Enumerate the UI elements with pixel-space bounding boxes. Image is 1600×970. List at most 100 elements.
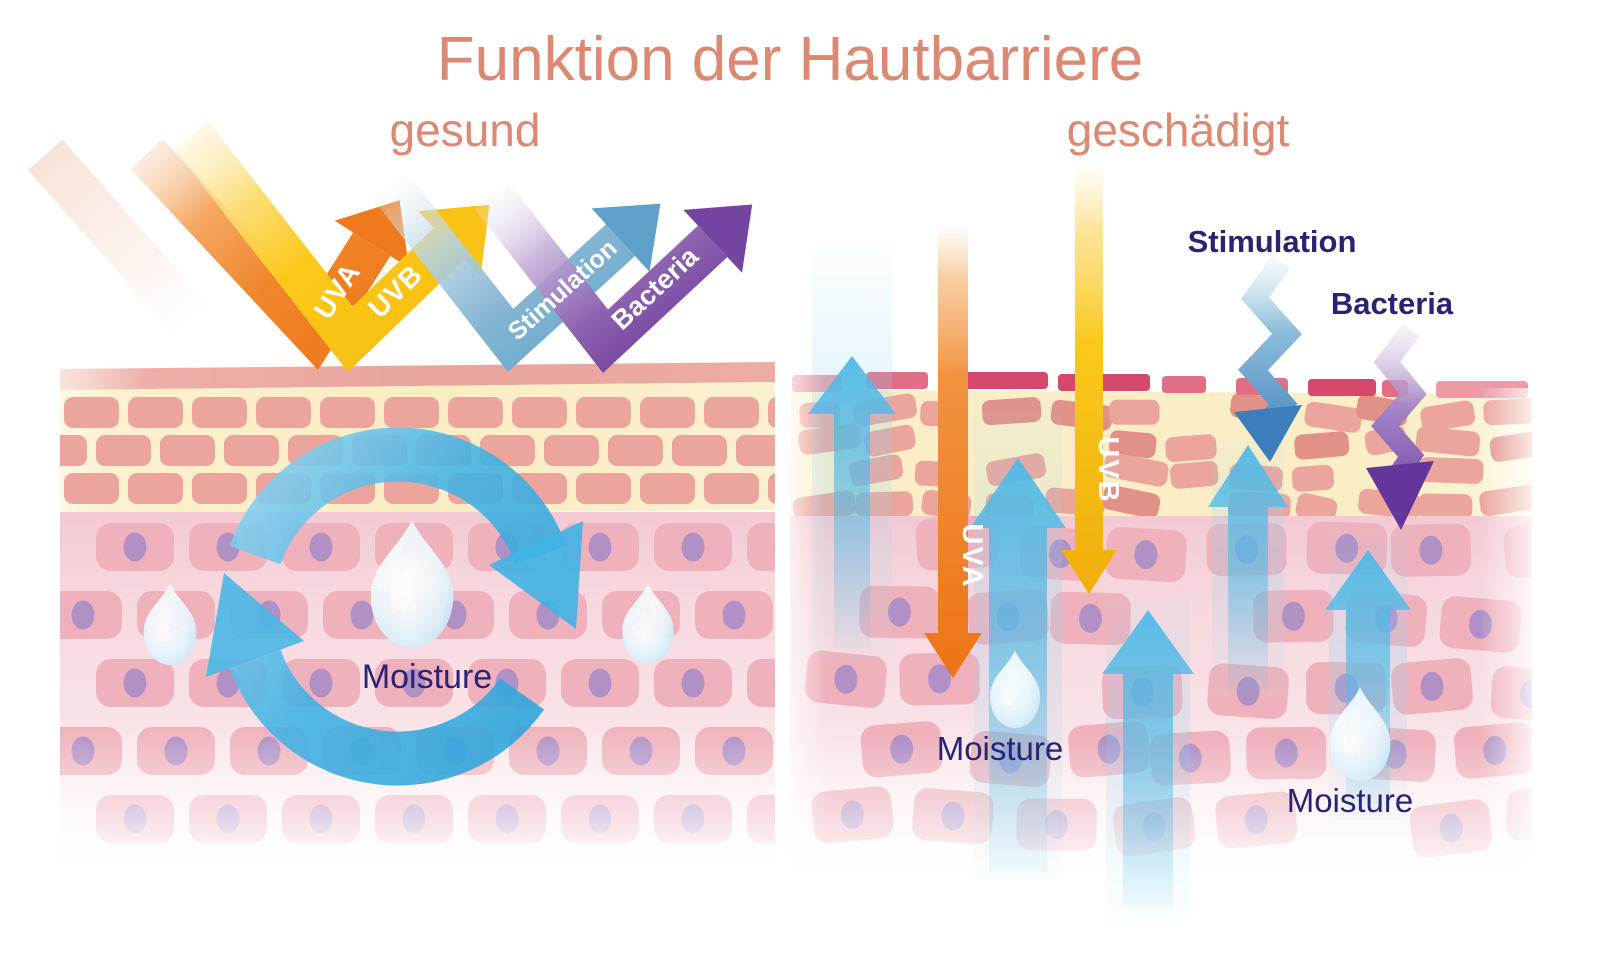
brick-cell — [640, 397, 695, 428]
right-edge-fade — [1480, 388, 1536, 893]
brick-cell — [128, 473, 183, 504]
brick-cell — [384, 397, 439, 428]
damaged-bacteria-label: Bacteria — [1331, 286, 1454, 321]
cell-nucleus — [1579, 741, 1600, 770]
moisture-escape-arrow-1 — [808, 356, 896, 648]
cell-nucleus — [1134, 540, 1158, 570]
brick-cell — [448, 397, 503, 428]
damaged-skin-layers — [788, 372, 1600, 906]
damaged-stimulation-label: Stimulation — [1188, 224, 1357, 259]
brick-cell — [192, 473, 247, 504]
brick-cell — [704, 473, 759, 504]
uva-penetrating-arrow — [924, 222, 982, 678]
skin-cell — [1548, 725, 1600, 786]
cell-nucleus — [1281, 601, 1305, 631]
brick-cell — [1294, 431, 1350, 460]
brick-cell — [96, 435, 151, 466]
brick-cell — [1109, 399, 1160, 425]
damaged-moisture-label-2: Moisture — [1287, 782, 1414, 819]
brick-cell — [1415, 426, 1481, 457]
brick-cell — [1102, 484, 1161, 519]
brick-cell — [640, 473, 695, 504]
brick-cell — [128, 397, 183, 428]
bacteria-zigzag-arrow — [1371, 323, 1427, 480]
cell-nucleus — [834, 664, 858, 694]
brick-cell — [192, 397, 247, 428]
cell-nucleus — [588, 532, 612, 562]
brick-cell — [512, 397, 567, 428]
brick-cell — [544, 435, 599, 466]
brick-cell — [1170, 461, 1219, 489]
cell-nucleus — [681, 532, 705, 562]
cell-nucleus — [681, 668, 705, 698]
damaged-surface-fragment — [1308, 379, 1376, 396]
brick-cell — [576, 397, 631, 428]
healthy-moisture-cycle — [206, 427, 583, 786]
diagram-title: Funktion der Hautbarriere — [437, 25, 1143, 94]
brick-cell — [64, 397, 119, 428]
damaged-uva-label: UVA — [956, 523, 988, 588]
brick-cell — [608, 435, 663, 466]
damaged-moisture-label-1: Moisture — [937, 730, 1064, 767]
cell-nucleus — [722, 600, 746, 630]
cell-nucleus — [123, 668, 147, 698]
cell-nucleus — [350, 600, 374, 630]
brick-cell — [1295, 493, 1338, 520]
brick-cell — [672, 435, 727, 466]
brick-cell — [320, 397, 375, 428]
brick-cell — [160, 435, 215, 466]
moisture-cycle-arrowhead-left — [206, 573, 304, 677]
damaged-surface-fragment — [1162, 376, 1206, 393]
healthy-panel-label: gesund — [390, 104, 541, 156]
brick-cell — [1109, 430, 1157, 459]
cell-nucleus — [71, 600, 95, 630]
brick-cell — [224, 435, 279, 466]
healthy-moisture-label: Moisture — [362, 658, 492, 696]
brick-cell — [60, 435, 87, 466]
brick-cell — [576, 473, 631, 504]
brick-cell — [1418, 493, 1473, 520]
moisture-cycle-arrowhead-right — [489, 521, 583, 629]
bacteria-ray-arrow — [474, 182, 728, 373]
bacteria-zigzag-arrowhead — [1366, 461, 1434, 530]
cell-nucleus — [1419, 535, 1443, 565]
brick-cell — [736, 435, 775, 466]
brick-cell — [64, 473, 119, 504]
skin-cell — [747, 659, 775, 707]
damaged-panel-label: geschädigt — [1067, 104, 1290, 156]
brick-cell — [256, 397, 311, 428]
skin-cell — [747, 523, 775, 571]
cell-nucleus — [1535, 802, 1558, 831]
cell-nucleus — [1533, 535, 1556, 564]
brick-cell — [1165, 434, 1217, 462]
damaged-surface-fragment — [1058, 374, 1150, 391]
uvb-penetrating-arrow — [1061, 158, 1117, 594]
bacteria-arrowhead — [683, 204, 753, 273]
cell-nucleus — [774, 678, 775, 688]
damaged-uvb-label: UVB — [1092, 436, 1124, 503]
cell-nucleus — [1079, 603, 1102, 633]
incoming-light-beam — [28, 139, 211, 339]
cell-nucleus — [887, 597, 911, 627]
moisture-escape-arrow-4 — [1102, 610, 1194, 908]
moisture-escape-arrow-3 — [1208, 445, 1288, 690]
skin-cell — [1535, 592, 1600, 654]
stimulation-zigzag-arrowhead — [1234, 405, 1302, 462]
moisture-cycle-arc-bottom — [229, 649, 545, 786]
cell-nucleus — [1566, 608, 1589, 637]
brick-cell — [1419, 457, 1484, 484]
cell-nucleus — [1420, 671, 1444, 701]
cell-nucleus — [309, 668, 333, 698]
skin-surface — [60, 362, 775, 390]
stimulation-ray-arrow — [373, 173, 635, 372]
brick-cell — [704, 397, 759, 428]
brick-cell — [1103, 452, 1169, 487]
brick-cell — [1420, 400, 1475, 432]
cell-nucleus — [402, 668, 426, 698]
cell-nucleus — [309, 532, 333, 562]
moisture-cycle-arc-top — [229, 427, 567, 565]
cell-nucleus — [774, 542, 775, 552]
stimulation-arrowhead — [591, 203, 661, 272]
